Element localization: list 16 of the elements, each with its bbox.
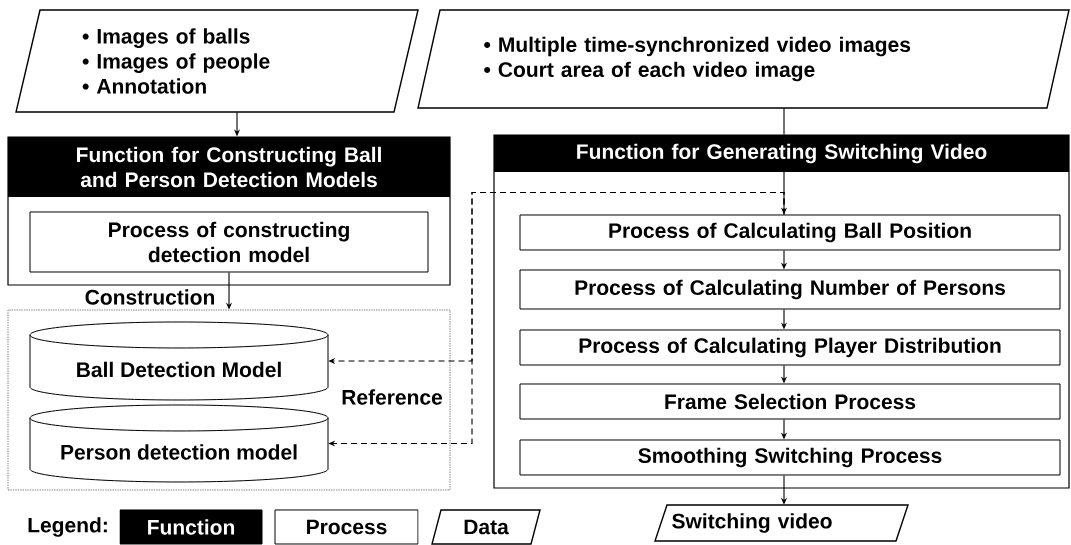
legend-title: Legend: [28, 517, 107, 537]
database-cylinder: Person detection model [29, 404, 329, 483]
data-parallelogram: Switching video [654, 504, 909, 542]
data-parallelogram: • Multiple time-synchronized video images • Court area of each video image [417, 9, 1070, 109]
connector-line [783, 107, 785, 135]
process-box: Frame Selection Process [519, 383, 1061, 420]
edge-label: Construction [83, 288, 217, 306]
process-box: Process of constructing detection model [29, 211, 429, 273]
process-box: Smoothing Switching Process [519, 439, 1061, 476]
edge-label: Reference [340, 388, 444, 406]
process-box: Process of Calculating Ball Position [519, 214, 1061, 251]
data-parallelogram: • Images of balls • Images of people • Annotation [15, 9, 419, 113]
process-box: Process of Calculating Player Distribution [519, 329, 1061, 366]
process-box: Process of Calculating Number of Persons [519, 269, 1061, 310]
database-cylinder: Ball Detection Model [29, 321, 329, 401]
dotted-frame [7, 309, 451, 491]
